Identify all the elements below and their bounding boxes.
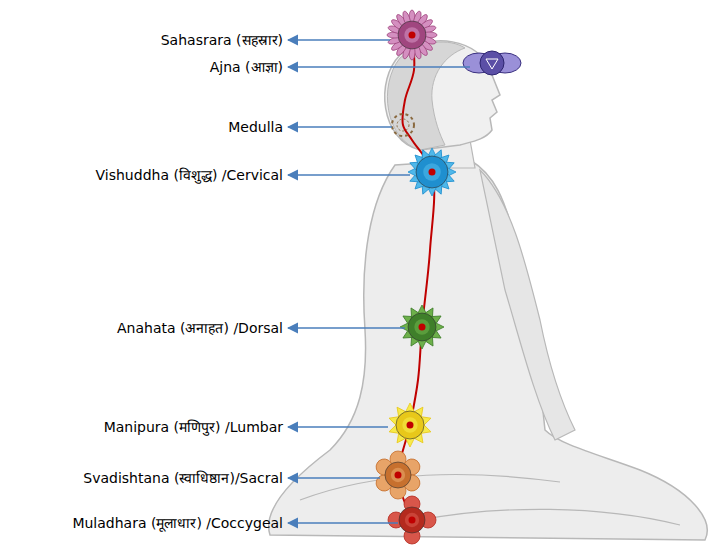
chakra-label: Vishuddha (विशुद्ध) /Cervical <box>96 167 283 184</box>
channel-dot <box>409 32 416 39</box>
chakra-symbol <box>388 403 433 447</box>
chakra-label: Muladhara (मूलाधार) /Coccygeal <box>72 515 283 532</box>
chakra-label: Manipura (मणिपुर) /Lumbar <box>104 419 283 436</box>
channel-dot <box>409 517 416 524</box>
channel-dot <box>419 324 426 331</box>
figure-hair <box>387 42 465 150</box>
figure-arm <box>480 170 575 440</box>
leader-arrow <box>288 174 410 176</box>
channel-dot <box>407 422 414 429</box>
channel-dot <box>395 472 402 479</box>
chakra-label: Anahata (अनाहत) /Dorsal <box>117 320 283 337</box>
leader-arrow <box>288 39 390 41</box>
chakra-symbol <box>392 114 414 136</box>
leader-arrow <box>288 66 470 68</box>
channel-dot <box>429 169 436 176</box>
chakra-label: Ajna (आज्ञा) <box>210 59 283 76</box>
chakra-label: Medulla <box>228 119 283 136</box>
figure-body <box>269 160 708 540</box>
chakra-symbol <box>373 451 423 499</box>
leader-arrow <box>288 477 380 479</box>
leader-arrow <box>288 426 388 428</box>
leader-arrow <box>288 522 398 524</box>
figure-leg-line <box>300 475 680 525</box>
chakra-label: Svadishtana (स्वाधिष्ठान)/Sacral <box>83 470 283 487</box>
chakra-symbol <box>463 51 521 75</box>
seated-figure <box>269 41 708 540</box>
chakra-symbol <box>387 10 437 60</box>
chakra-label: Sahasrara (सहस्रार) <box>161 32 283 49</box>
leader-arrow <box>288 327 405 329</box>
chakra-symbol <box>388 496 436 544</box>
leader-arrow <box>288 126 392 128</box>
chakra-symbol <box>400 305 444 349</box>
chakra-symbol <box>408 148 456 196</box>
